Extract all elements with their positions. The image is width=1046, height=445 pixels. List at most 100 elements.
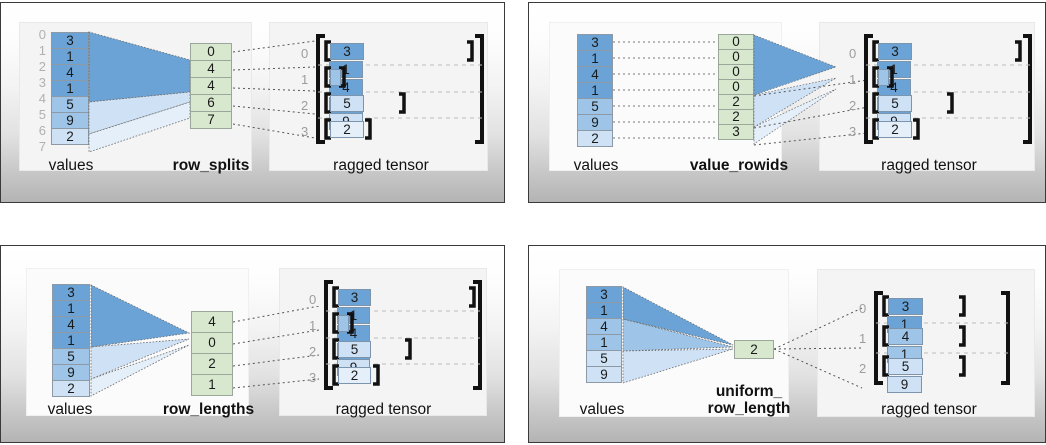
tensor-cell: 3 [878, 43, 912, 60]
tensor-cell: 4 [888, 328, 923, 345]
row-length-cell: 4 [191, 311, 233, 333]
value-cell: 1 [577, 82, 613, 99]
value-cell: 3 [52, 284, 90, 301]
rowid-cell: 2 [718, 109, 754, 125]
encoding-caption: value_rowids [689, 157, 789, 174]
row-splits-connectors [233, 40, 316, 139]
encoding-caption: row_lengths [162, 401, 255, 418]
value-cell: 9 [52, 364, 90, 381]
values-to-rowids-connectors [613, 41, 717, 139]
value-cell: 3 [577, 34, 613, 51]
rowids-to-tensor-fan [753, 34, 869, 146]
row-lengths-connectors [233, 306, 320, 389]
row-bracket [332, 286, 476, 308]
tensor-cell-empty [878, 69, 889, 86]
ragged-tensor-outer-bracket [874, 291, 1010, 385]
row-bracket [882, 295, 966, 317]
split-index: 5 [38, 107, 46, 122]
panel-row-splits: 3 1 4 1 5 9 2 0 1 2 3 4 5 6 7 0 4 [0, 2, 505, 203]
value-cell: 4 [577, 66, 613, 83]
values-column-row-lengths: 3 1 4 1 5 9 2 [52, 284, 90, 397]
values-column-row-splits: 3 1 4 1 5 9 2 [51, 32, 89, 145]
row-splits-column: 0 4 4 6 7 [190, 43, 232, 129]
values-caption: values [573, 157, 619, 174]
rowid-cell: 0 [718, 79, 754, 95]
split-index: 3 [38, 75, 46, 90]
tensor-row-index: 0 [859, 301, 867, 316]
value-cell: 1 [586, 302, 622, 319]
tensor-caption: ragged tensor [335, 401, 432, 418]
value-cell: 5 [577, 98, 613, 115]
encoding-caption: uniform_ row_length [707, 383, 791, 417]
values-caption: values [579, 401, 625, 418]
value-cell: 1 [586, 334, 622, 351]
value-cell: 4 [586, 318, 622, 335]
panel-row-lengths: 3 1 4 1 5 9 2 4 0 2 1 [0, 245, 505, 443]
tensor-row-index: 2 [859, 361, 867, 376]
value-cell: 1 [51, 80, 89, 97]
row-bracket [332, 364, 380, 386]
tensor-row-index: 2 [309, 344, 317, 359]
row-length-cell: 0 [191, 332, 233, 354]
row-split-cell: 4 [190, 60, 232, 78]
values-column-uniform: 3 1 4 1 5 9 [586, 286, 622, 383]
value-cell: 2 [577, 130, 613, 147]
split-index: 4 [38, 91, 46, 106]
tensor-cell: 3 [888, 298, 923, 315]
value-cell: 4 [51, 64, 89, 81]
row-length-cell: 2 [191, 353, 233, 375]
rowid-cell: 2 [718, 94, 754, 110]
tensor-cell: 9 [887, 376, 922, 393]
value-cell: 3 [586, 286, 622, 303]
rowid-cell: 3 [718, 124, 754, 140]
row-length-cell: 1 [191, 374, 233, 396]
uniform-row-length-cell: 2 [734, 340, 774, 359]
tensor-cell: 5 [330, 95, 364, 112]
row-bracket [872, 40, 1022, 62]
value-cell: 9 [586, 366, 622, 383]
row-bracket [324, 92, 406, 114]
split-index: 6 [38, 123, 46, 138]
tensor-cell-empty [330, 69, 341, 86]
row-split-cell: 0 [190, 43, 232, 61]
card-ragged-tensor-value-rowids [819, 22, 1035, 171]
tensor-cell: 5 [888, 358, 923, 375]
split-index: 1 [38, 43, 46, 58]
rowid-cell: 0 [718, 34, 754, 50]
tensor-row-index: 1 [849, 72, 857, 87]
row-bracket [872, 66, 894, 88]
tensor-cell: 5 [878, 95, 912, 112]
row-split-cell: 6 [190, 94, 232, 112]
values-to-row-splits-fan [88, 31, 191, 153]
tensor-row-index: 3 [849, 124, 857, 139]
tensor-row-index: 3 [301, 124, 309, 139]
card-ragged-tensor-row-splits [269, 22, 488, 171]
value-cell: 9 [51, 112, 89, 129]
encoding-caption: row_splits [172, 157, 250, 174]
tensor-row-index: 0 [301, 46, 309, 61]
tensor-row-index: 0 [309, 292, 317, 307]
rowid-cell: 0 [718, 49, 754, 65]
row-bracket [324, 40, 474, 62]
value-cell: 5 [51, 96, 89, 113]
value-cell: 2 [51, 128, 89, 145]
rowid-cell: 0 [718, 64, 754, 80]
value-cell: 3 [51, 32, 89, 49]
value-cell: 1 [577, 50, 613, 67]
split-index: 7 [38, 139, 46, 154]
row-split-cell: 4 [190, 77, 232, 95]
uniform-to-tensor-connectors [774, 307, 863, 389]
value-cell: 2 [52, 380, 90, 397]
value-cell: 1 [52, 332, 90, 349]
tensor-caption: ragged tensor [333, 157, 429, 174]
value-cell: 9 [577, 114, 613, 131]
row-split-cell: 7 [190, 111, 232, 129]
tensor-cell: 2 [878, 121, 912, 138]
value-rowids-column: 0 0 0 0 2 2 3 [718, 34, 754, 140]
tensor-row-index: 2 [301, 98, 309, 113]
tensor-caption: ragged tensor [881, 401, 977, 418]
tensor-row-index: 3 [309, 370, 317, 385]
row-bracket [332, 312, 354, 334]
row-lengths-column: 4 0 2 1 [191, 311, 233, 396]
